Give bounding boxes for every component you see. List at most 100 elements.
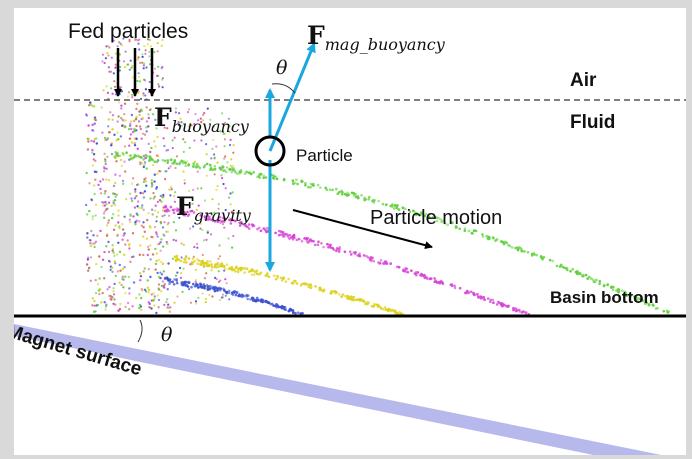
particle-dot	[100, 106, 103, 109]
particle-dot	[107, 125, 110, 128]
particle-dot	[466, 291, 470, 295]
particle-dot	[377, 199, 380, 203]
particle-dot	[555, 264, 559, 268]
particle-dot	[199, 214, 203, 217]
particle-dot	[138, 220, 141, 223]
particle-dot	[262, 174, 266, 178]
particle-dot	[102, 170, 106, 173]
particle-dot	[92, 140, 96, 143]
particle-dot	[220, 174, 223, 177]
particle-dot	[142, 208, 145, 212]
particle-dot	[121, 238, 124, 241]
particle-dot	[107, 250, 111, 254]
theta-arc-top	[271, 83, 296, 94]
particle-dot	[160, 109, 163, 112]
particle-dot	[93, 299, 96, 303]
particle-dot	[176, 295, 179, 298]
particle-dot	[307, 185, 310, 189]
particle-dot	[156, 200, 159, 203]
particle-dot	[212, 125, 215, 128]
particle-dot	[251, 296, 254, 300]
particle-dot	[103, 136, 107, 140]
particle-dot	[320, 242, 323, 245]
particle-dot	[230, 210, 233, 213]
particle-dot	[154, 145, 157, 148]
particle-dot	[223, 145, 226, 148]
particle-dot	[206, 230, 209, 233]
particle-dot	[109, 268, 112, 271]
particle-dot	[133, 153, 137, 157]
particle-dot	[171, 208, 175, 212]
particle-dot	[223, 226, 226, 229]
particle-dot	[495, 238, 498, 242]
particle-dot	[154, 204, 157, 207]
particle-dot	[112, 72, 115, 75]
particle-dot	[114, 151, 117, 154]
particle-dot	[373, 199, 377, 202]
particle-dot	[101, 60, 104, 63]
particle-dot	[279, 276, 283, 280]
particle-dot	[105, 234, 109, 237]
particle-dot	[156, 159, 159, 163]
particle-dot	[131, 177, 135, 180]
particle-dot	[195, 284, 199, 287]
particle-dot	[338, 191, 341, 194]
particle-dot	[403, 207, 407, 210]
particle-dot	[291, 237, 295, 241]
particle-dot	[243, 271, 246, 274]
particle-dot	[390, 309, 394, 312]
particle-dot	[169, 194, 172, 197]
particle-dot	[133, 127, 136, 131]
particle-dot	[119, 116, 123, 120]
particle-dot	[176, 271, 179, 274]
particle-dot	[171, 139, 174, 142]
particle-dot	[222, 130, 225, 133]
particle-dot	[186, 111, 190, 114]
particle-dot	[190, 260, 194, 264]
particle-dot	[379, 259, 383, 262]
particle-dot	[87, 124, 90, 127]
particle-dot	[114, 66, 117, 69]
particle-dot	[192, 282, 195, 286]
particle-dot	[190, 285, 193, 289]
particle-dot	[208, 287, 211, 291]
particle-dot	[584, 273, 588, 277]
particle-dot	[171, 146, 174, 150]
particle-dot	[180, 159, 184, 163]
particle-dot	[291, 179, 295, 182]
particle-dot	[204, 297, 208, 300]
particle-dot	[131, 130, 135, 134]
particle-dot	[86, 232, 89, 235]
particle-dot	[425, 277, 429, 280]
particle-dot	[133, 119, 136, 123]
particle-dot	[395, 206, 399, 210]
particle-dot	[229, 138, 232, 141]
particle-dot	[464, 291, 468, 295]
particle-dot	[284, 280, 288, 283]
particle-dot	[101, 204, 105, 207]
particle-dot	[224, 170, 228, 174]
particle-dot	[369, 259, 373, 263]
particle-dot	[535, 253, 538, 257]
particle-dot	[215, 145, 218, 148]
particle-dot	[138, 38, 141, 41]
particle-dot	[256, 272, 259, 276]
particle-dot	[89, 244, 93, 248]
particle-dot	[189, 301, 193, 304]
particle-dot	[182, 201, 185, 205]
mag-buoyancy-force-label: Fmag_buoyancy	[307, 23, 445, 53]
particle-dot	[156, 42, 159, 45]
particle-dot	[169, 158, 173, 161]
particle-dot	[127, 63, 130, 66]
particle-dot	[182, 267, 185, 270]
particle-dot	[384, 308, 388, 311]
particle-dot	[145, 106, 148, 109]
particle-dot	[288, 233, 292, 237]
particle-dot	[414, 213, 418, 217]
particle-dot	[131, 182, 134, 185]
particle-dot	[172, 211, 176, 214]
particle-dot	[391, 203, 394, 206]
particle-dot	[206, 285, 210, 289]
particle-dot	[157, 155, 160, 158]
particle-dot	[149, 258, 152, 261]
